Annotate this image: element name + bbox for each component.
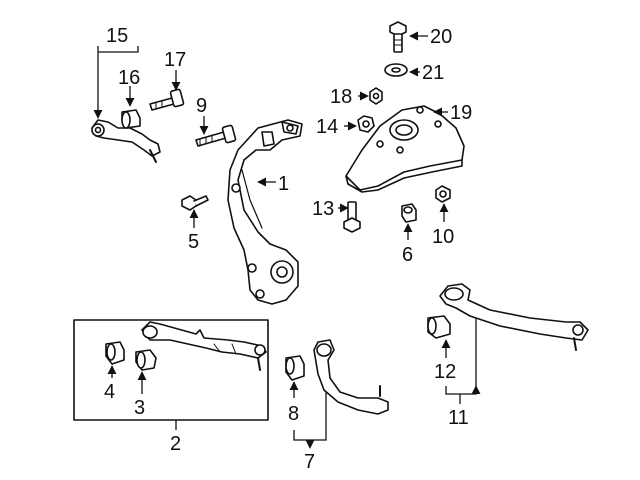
part-2-lower-arm: [141, 321, 267, 371]
callout-21: 21: [422, 62, 444, 84]
part-3-bushing: [135, 349, 157, 371]
leader-15-bracket: [98, 46, 139, 118]
part-18-nut: [369, 87, 383, 105]
callout-11: 11: [448, 407, 469, 429]
part-20-bolt: [389, 21, 407, 53]
callout-16: 16: [118, 67, 140, 89]
callout-2: 2: [170, 433, 181, 455]
callout-9: 9: [196, 95, 207, 117]
part-7-lower-arm: [313, 339, 389, 415]
part-10-nut: [435, 185, 451, 203]
part-4-bushing: [105, 341, 125, 365]
callout-8: 8: [288, 403, 299, 425]
leader-11-bracket: [445, 318, 476, 394]
part-6-bushing: [401, 203, 417, 223]
callout-6: 6: [402, 244, 413, 266]
part-14-nut: [357, 115, 375, 133]
callout-4: 4: [104, 381, 115, 403]
part-16-bushing: [121, 109, 141, 129]
callout-12: 12: [434, 361, 456, 383]
part-11-lower-arm: [439, 283, 589, 351]
part-9-bolt: [195, 124, 237, 147]
part-13-bolt: [343, 201, 361, 233]
callout-15: 15: [106, 25, 128, 47]
callout-13: 13: [312, 198, 334, 220]
part-8-bushing: [285, 355, 305, 381]
leader-7-bracket: [293, 392, 327, 448]
part-5-bolt: [181, 195, 209, 211]
part-1-steering-knuckle: [227, 119, 303, 305]
part-2-box: [73, 319, 269, 421]
callout-10: 10: [432, 226, 454, 248]
callout-20: 20: [430, 26, 452, 48]
part-21-washer: [384, 63, 408, 77]
part-19-strut-mount: [345, 105, 465, 193]
callout-17: 17: [164, 49, 186, 71]
callout-18: 18: [330, 86, 352, 108]
callout-1: 1: [278, 173, 289, 195]
callout-7: 7: [304, 451, 315, 473]
callout-14: 14: [316, 116, 338, 138]
part-12-bushing: [427, 315, 451, 339]
part-17-bolt: [149, 88, 185, 111]
callout-5: 5: [188, 231, 199, 253]
callout-19: 19: [450, 102, 472, 124]
callout-3: 3: [134, 397, 145, 419]
